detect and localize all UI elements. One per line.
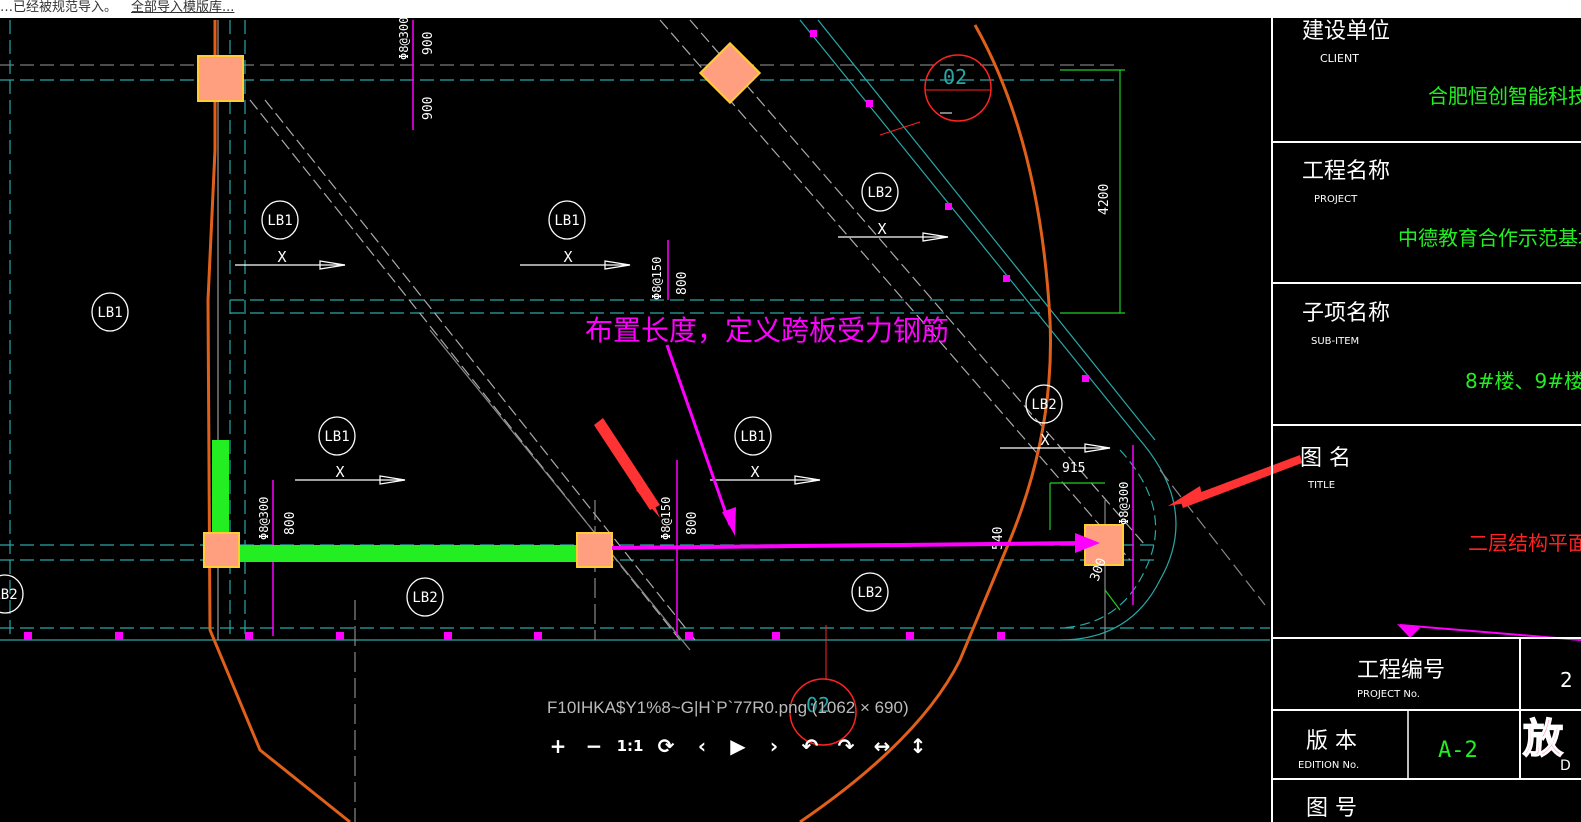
rebar-label: Φ8@300 — [397, 18, 411, 60]
viewer-toolbar: + − 1:1 ⟳ ‹ ▶ › ↶ ↷ ↔ ↕ — [540, 732, 936, 760]
rebar-label: Φ8@300 — [1117, 482, 1131, 525]
drawing-no-label: 图 号 — [1306, 796, 1357, 821]
dimension-label: 800 — [685, 512, 700, 535]
projno-value: 2 — [1560, 668, 1573, 692]
diagonal-beams — [249, 19, 1266, 651]
rebar-label: Φ8@150 — [659, 497, 673, 540]
section-tag: 02 — [943, 65, 967, 89]
slab-label: LB1 — [554, 213, 579, 229]
rotate-left-icon[interactable]: ↶ — [801, 734, 819, 758]
notice-text: …已经被规范导入。全部导入模版库... — [0, 0, 235, 15]
edition-label-en: EDITION No. — [1298, 760, 1359, 771]
slab-label: LB2 — [412, 590, 437, 606]
boundary-line — [206, 20, 351, 822]
slab-label: LB2 — [857, 585, 882, 601]
client-label-en: CLIENT — [1320, 52, 1359, 65]
x-mark: X — [1040, 431, 1049, 449]
slab-label: LB1 — [324, 429, 349, 445]
slab-label: LB2 — [867, 185, 892, 201]
edition-value: A-2 — [1438, 738, 1478, 763]
dimension-label: 4200 — [1097, 184, 1112, 215]
edition-tail: D — [1560, 758, 1571, 774]
notice-bar: …已经被规范导入。全部导入模版库... — [0, 0, 1581, 18]
zoom-out-button[interactable]: − — [585, 734, 603, 758]
actual-size-button[interactable]: 1:1 — [616, 737, 644, 755]
magenta-arrows — [611, 344, 1581, 641]
title-label: 图 名 — [1300, 446, 1351, 471]
magenta-markers — [24, 30, 1089, 640]
projno-label: 工程编号 — [1357, 658, 1445, 683]
previous-button[interactable]: ‹ — [697, 734, 707, 758]
project-label: 工程名称 — [1302, 159, 1390, 184]
section-tag: 02 — [806, 693, 830, 717]
title-block: 建设单位 CLIENT 工程名称 PROJECT 子项名称 SUB-ITEM 图… — [1271, 18, 1581, 822]
projno-label-en: PROJECT No. — [1357, 689, 1420, 700]
red-arrows — [594, 418, 1302, 518]
x-mark: X — [877, 220, 886, 238]
rotate-right-icon[interactable]: ↷ — [837, 734, 855, 758]
span-x-labels: X X X X X X — [277, 220, 1049, 481]
boundary-curve — [799, 24, 1052, 822]
x-mark: X — [563, 248, 572, 266]
zoom-in-button[interactable]: + — [549, 734, 567, 758]
x-mark: X — [750, 463, 759, 481]
project-value: 中德教育合作示范基地公 — [1398, 226, 1581, 250]
client-value: 合肥恒创智能科技有 — [1428, 84, 1581, 108]
slab-labels: LB1 LB1 LB1 LB1 LB1 LB2 LB2 LB2 LB2 LB2 — [0, 185, 1057, 606]
dimension-label: 900 — [421, 32, 436, 55]
client-label: 建设单位 — [1302, 19, 1390, 44]
slab-label-circles — [0, 172, 1063, 617]
dimension-label: 915 — [1062, 461, 1085, 476]
x-mark: X — [335, 463, 344, 481]
dimension-label: 800 — [675, 272, 690, 295]
image-caption: F10IHKA$Y1%8~G|H`P`77R0.png (1062 × 690) — [547, 698, 909, 717]
slab-label: LB1 — [97, 305, 122, 321]
flip-vertical-icon[interactable]: ↕ — [909, 734, 927, 758]
rebar-label: Φ8@300 — [257, 497, 271, 540]
project-label-en: PROJECT — [1314, 194, 1358, 205]
columns — [197, 41, 1124, 568]
slab-label: LB1 — [740, 429, 765, 445]
dimension-label: 900 — [421, 97, 436, 120]
x-mark: X — [277, 248, 286, 266]
slab-label: LB2 — [1031, 397, 1056, 413]
slab-label: LB1 — [267, 213, 292, 229]
span-arrows — [235, 232, 1111, 485]
title-label-en: TITLE — [1307, 480, 1335, 491]
next-button[interactable]: › — [769, 734, 779, 758]
cad-drawing-canvas[interactable]: LB1 LB1 LB1 LB1 LB1 LB2 LB2 LB2 LB2 LB2 … — [0, 18, 1581, 822]
rebar-labels: Φ8@150 Φ8@150 Φ8@300 Φ8@300 Φ8@300 — [257, 18, 1131, 540]
slab-label: LB2 — [0, 587, 18, 603]
dimension-label: 800 — [283, 512, 298, 535]
play-button[interactable]: ▶ — [730, 734, 746, 758]
import-all-link[interactable]: 全部导入模版库... — [131, 0, 235, 15]
subitem-label-en: SUB-ITEM — [1311, 336, 1359, 347]
annotation-label: 布置长度，定义跨板受力钢筋 — [585, 314, 949, 347]
subitem-value: 8#楼、9#楼 — [1465, 369, 1581, 393]
dimension-label: 540 — [991, 527, 1006, 550]
title-value: 二层结构平面图 — [1468, 531, 1581, 555]
zoom-badge: 放 — [1523, 716, 1563, 762]
rebar-bar — [212, 440, 595, 562]
flip-horizontal-icon[interactable]: ↔ — [873, 734, 891, 758]
subitem-label: 子项名称 — [1302, 301, 1390, 326]
rebar-label: Φ8@150 — [650, 257, 664, 300]
green-detail — [1049, 482, 1121, 611]
grid-lines — [0, 20, 1270, 822]
section-tags: 02 02 — [789, 54, 992, 746]
edition-label: 版 本 — [1306, 729, 1357, 754]
refresh-icon[interactable]: ⟳ — [657, 734, 675, 758]
dimension-labels: 900 900 800 800 800 4200 915 300 540 — [283, 32, 1112, 584]
